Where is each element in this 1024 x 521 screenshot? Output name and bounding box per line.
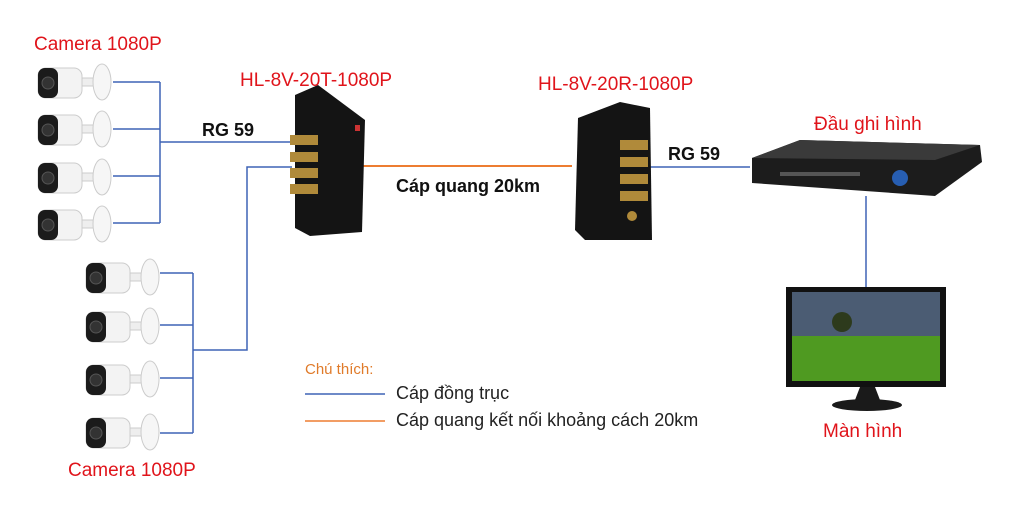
camera-group-top [37,63,112,243]
rg59-left-label: RG 59 [202,120,255,140]
transmitter-label: HL-8V-20T-1080P [240,70,393,91]
camera-top-label: Camera 1080P [34,34,162,55]
receiver-device [575,102,652,240]
legend-title: Chú thích: [305,361,374,378]
camera-group-bottom [85,258,160,451]
dvr-device [752,140,982,196]
legend-fiber-label: Cáp quang kết nối khoảng cách 20km [396,410,699,430]
coax-cables [113,81,867,434]
transmitter-device [290,85,365,236]
legend-coax-label: Cáp đồng trục [396,383,510,403]
dvr-label: Đầu ghi hình [814,114,922,135]
camera-bottom-label: Camera 1080P [68,460,196,481]
rg59-right-label: RG 59 [668,144,721,164]
receiver-label: HL-8V-20R-1080P [538,74,694,95]
monitor-label: Màn hình [823,421,903,442]
fiber-label: Cáp quang 20km [396,176,541,196]
monitor-device [786,287,946,411]
